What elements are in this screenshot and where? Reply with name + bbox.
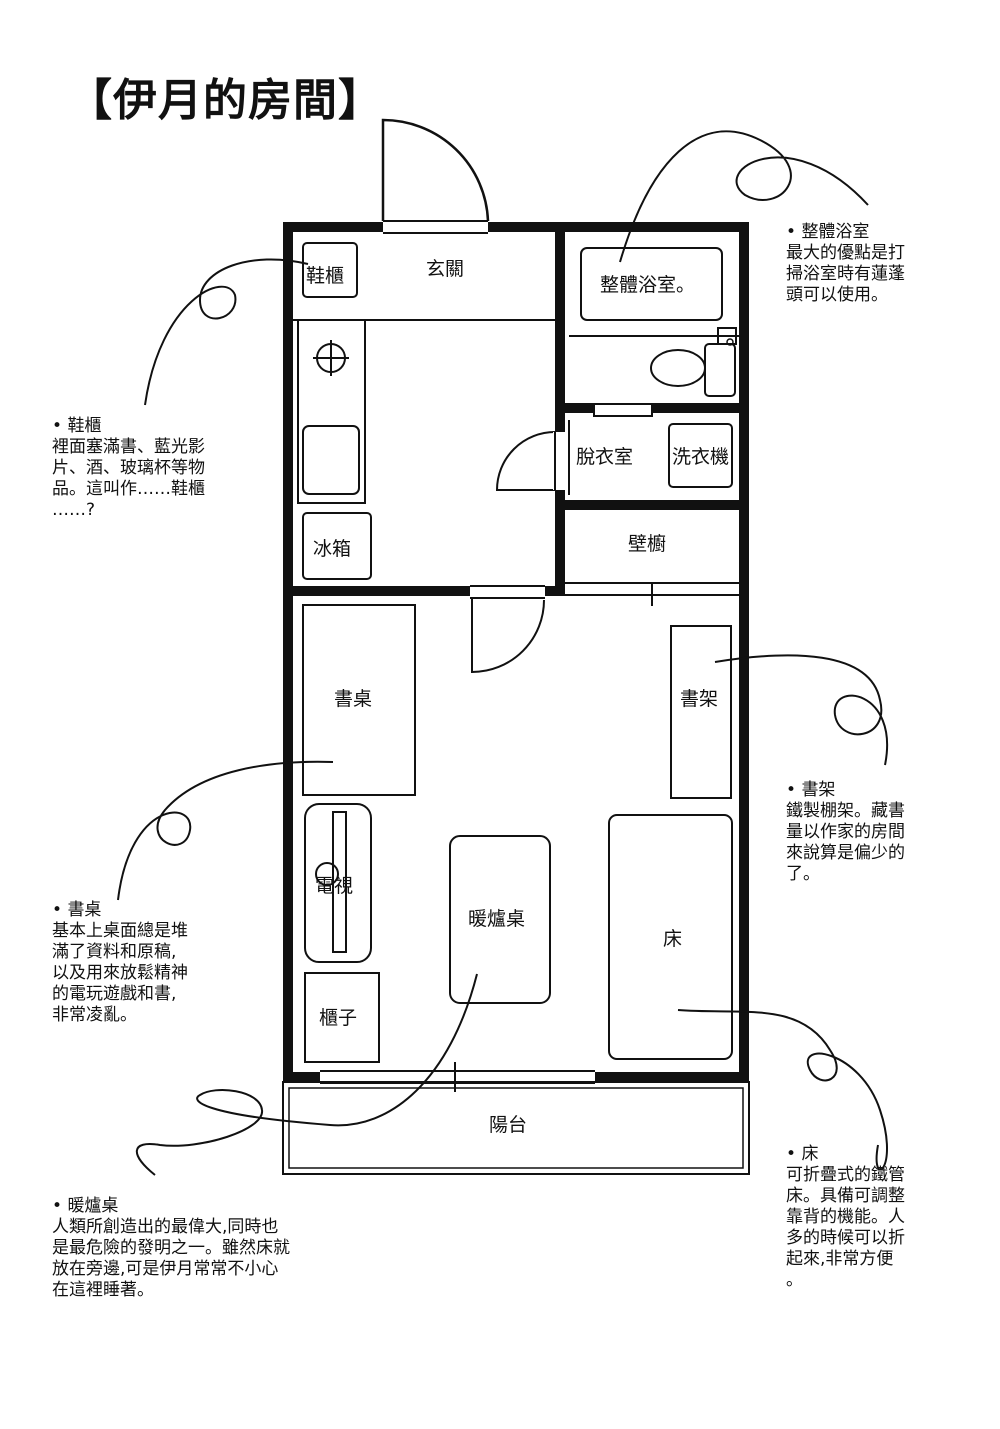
room-label-entrance: 玄關 <box>426 258 464 280</box>
callout-desk <box>117 760 334 901</box>
note-kotatsu-body: 人類所創造出的最偉大,同時也 是最危險的發明之一。雖然床就 放在旁邊,可是伊月常… <box>52 1217 290 1300</box>
page-title: 【伊月的房間】 <box>68 75 383 126</box>
note-shoe-cabinet-body: 裡面塞滿書、藍光影 片、酒、玻璃杯等物 品。這叫作……鞋櫃 ……? <box>52 437 205 520</box>
note-shoe-cabinet-head: 鞋櫃 <box>52 416 282 437</box>
callout-kotatsu <box>135 973 478 1176</box>
note-bed: 床 可折疊式的鐵管 床。具備可調整 靠背的機能。人 多的時候可以折 起來,非常方… <box>786 1144 966 1291</box>
cabinet <box>304 972 380 1063</box>
room-label-bed: 床 <box>663 928 682 950</box>
note-desk: 書桌 基本上桌面總是堆 滿了資料和原稿, 以及用來放鬆精神 的電玩遊戲和書, 非… <box>52 900 272 1026</box>
room-label-washer: 洗衣機 <box>672 446 729 468</box>
balcony <box>282 1081 750 1175</box>
note-bed-body: 可折疊式的鐵管 床。具備可調整 靠背的機能。人 多的時候可以折 起來,非常方便 … <box>786 1165 905 1290</box>
bookshelf <box>670 625 732 799</box>
callout-bath <box>619 130 869 263</box>
room-label-closet: 壁櫥 <box>628 533 666 555</box>
note-bookshelf: 書架 鐵製棚架。藏書 量以作家的房間 來說算是偏少的 了。 <box>786 780 966 885</box>
washing-machine <box>668 423 733 488</box>
room-label-cabinet: 櫃子 <box>319 1007 357 1029</box>
room-label-desk: 書桌 <box>334 688 372 710</box>
callout-shoe <box>144 258 309 406</box>
note-bookshelf-body: 鐵製棚架。藏書 量以作家的房間 來說算是偏少的 了。 <box>786 801 905 884</box>
kotatsu <box>449 835 551 1004</box>
note-kotatsu-head: 暖爐桌 <box>52 1196 382 1217</box>
tv-stand <box>304 803 372 963</box>
dressing-room-door <box>495 431 556 491</box>
note-bed-head: 床 <box>786 1144 966 1165</box>
note-kotatsu: 暖爐桌 人類所創造出的最偉大,同時也 是最危險的發明之一。雖然床就 放在旁邊,可… <box>52 1196 382 1301</box>
note-bathroom: 整體浴室 最大的優點是打 掃浴室時有蓮蓬 頭可以使用。 <box>786 222 966 306</box>
note-desk-body: 基本上桌面總是堆 滿了資料和原稿, 以及用來放鬆精神 的電玩遊戲和書, 非常凌亂… <box>52 921 188 1025</box>
note-desk-head: 書桌 <box>52 900 272 921</box>
desk <box>302 604 416 796</box>
room-label-bathroom: 整體浴室。 <box>600 274 695 296</box>
room-label-fridge: 冰箱 <box>313 538 351 560</box>
bathtub <box>580 247 723 321</box>
shoe-cabinet <box>302 242 358 298</box>
note-bookshelf-head: 書架 <box>786 780 966 801</box>
entrance-door <box>381 118 490 222</box>
bed <box>608 814 733 1060</box>
tv <box>332 811 347 953</box>
room-label-dressing-room: 脫衣室 <box>576 446 633 468</box>
room-label-tv: 電視 <box>315 875 353 897</box>
note-shoe-cabinet: 鞋櫃 裡面塞滿書、藍光影 片、酒、玻璃杯等物 品。這叫作……鞋櫃 ……? <box>52 416 282 521</box>
room-label-shoe-cabinet: 鞋櫃 <box>306 265 344 287</box>
fridge <box>302 512 372 580</box>
room-door <box>471 598 545 674</box>
note-bathroom-head: 整體浴室 <box>786 222 966 243</box>
sink <box>302 425 360 495</box>
room-label-bookshelf: 書架 <box>680 688 718 710</box>
kitchen-counter <box>297 319 366 504</box>
room-label-kotatsu: 暖爐桌 <box>468 908 525 930</box>
toilet <box>650 349 706 387</box>
note-bathroom-body: 最大的優點是打 掃浴室時有蓮蓬 頭可以使用。 <box>786 243 905 305</box>
room-label-balcony: 陽台 <box>489 1114 527 1136</box>
callout-shelf <box>714 654 888 766</box>
